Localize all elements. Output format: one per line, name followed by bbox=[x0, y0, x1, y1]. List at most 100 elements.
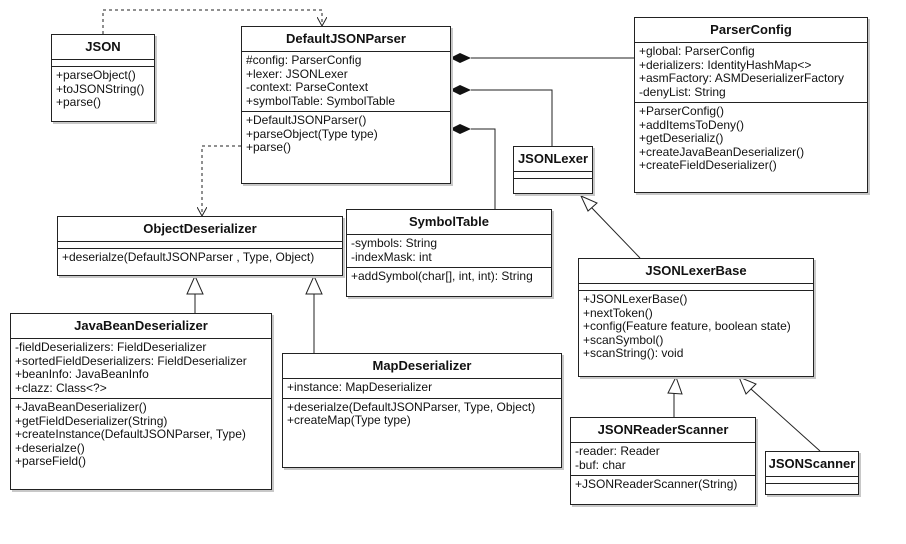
class-name: JSONScanner bbox=[766, 452, 858, 477]
class-name: SymbolTable bbox=[347, 210, 551, 235]
method-line: +deserialze(DefaultJSONParser, Type, Obj… bbox=[287, 399, 536, 414]
attribute-line: +global: ParserConfig bbox=[639, 44, 755, 58]
generalization-triangle-javabean bbox=[186, 274, 204, 295]
generalization-triangle-lexer bbox=[579, 195, 598, 212]
attributes-section bbox=[579, 284, 813, 291]
method-line: +toJSONString() bbox=[56, 81, 145, 96]
attribute-line: -denyList: String bbox=[639, 84, 726, 99]
methods-section: +JavaBeanDeserializer()+getFieldDeserial… bbox=[11, 399, 271, 472]
attributes-section bbox=[766, 477, 858, 484]
class-parser-config: ParserConfig +global: ParserConfig+deria… bbox=[634, 17, 868, 193]
dependency-json-to-parser bbox=[102, 9, 322, 34]
class-name: ParserConfig bbox=[635, 18, 867, 43]
attribute-line: +instance: MapDeserializer bbox=[287, 380, 433, 394]
class-json: JSON +parseObject()+toJSONString()+parse… bbox=[51, 34, 155, 122]
attributes-section: -reader: Reader-buf: char bbox=[571, 443, 755, 476]
class-default-json-parser: DefaultJSONParser #config: ParserConfig+… bbox=[241, 26, 451, 184]
method-line: +JSONLexerBase() bbox=[583, 292, 688, 306]
class-name: DefaultJSONParser bbox=[242, 27, 450, 52]
method-line: +createMap(Type type) bbox=[287, 413, 411, 427]
methods-section: +deserialze(DefaultJSONParser, Type, Obj… bbox=[283, 399, 561, 431]
attribute-line: -context: ParseContext bbox=[246, 80, 369, 94]
attribute-line: +beanInfo: JavaBeanInfo bbox=[15, 367, 149, 381]
method-line: +parseObject(Type type) bbox=[246, 126, 378, 141]
method-line: +addSymbol(char[], int, int): String bbox=[351, 269, 533, 283]
class-name: ObjectDeserializer bbox=[58, 217, 342, 242]
method-line: +parse() bbox=[246, 140, 292, 154]
generalization-triangle-scanner bbox=[738, 376, 757, 395]
attribute-line: -buf: char bbox=[575, 457, 626, 472]
method-line: +scanSymbol() bbox=[583, 332, 664, 347]
method-line: +JavaBeanDeserializer() bbox=[15, 400, 147, 414]
class-name: JSON bbox=[52, 35, 154, 60]
method-line: +getFieldDeserializer(String) bbox=[15, 413, 168, 428]
class-object-deserializer: ObjectDeserializer +deserialze(DefaultJS… bbox=[57, 216, 343, 276]
attribute-line: -indexMask: int bbox=[351, 249, 432, 264]
attribute-line: +clazz: Class<?> bbox=[15, 380, 107, 395]
composition-parser-symboltable bbox=[471, 128, 496, 209]
methods-section: +JSONReaderScanner(String) bbox=[571, 476, 755, 495]
methods-section bbox=[514, 179, 592, 185]
composition-parser-jsonlexer bbox=[471, 89, 553, 146]
attribute-line: -reader: Reader bbox=[575, 444, 660, 458]
attributes-section: +global: ParserConfig+derializers: Ident… bbox=[635, 43, 867, 103]
composition-diamond-parserconfig bbox=[450, 53, 471, 63]
attribute-line: +asmFactory: ASMDeserializerFactory bbox=[639, 71, 845, 85]
method-line: +createJavaBeanDeserializer() bbox=[639, 144, 805, 159]
class-json-reader-scanner: JSONReaderScanner -reader: Reader-buf: c… bbox=[570, 417, 756, 505]
attributes-section: #config: ParserConfig+lexer: JSONLexer-c… bbox=[242, 52, 450, 112]
method-line: +parse() bbox=[56, 95, 102, 109]
class-name: JavaBeanDeserializer bbox=[11, 314, 271, 339]
class-name: JSONReaderScanner bbox=[571, 418, 755, 443]
attribute-line: +symbolTable: SymbolTable bbox=[246, 93, 396, 108]
attributes-section bbox=[514, 172, 592, 179]
generalization-triangle-readerscanner bbox=[667, 375, 683, 395]
method-line: +deserialze(DefaultJSONParser , Type, Ob… bbox=[62, 250, 315, 264]
attributes-section: -symbols: String-indexMask: int bbox=[347, 235, 551, 268]
methods-section: +DefaultJSONParser()+parseObject(Type ty… bbox=[242, 112, 450, 158]
method-line: +getDeserializ() bbox=[639, 131, 724, 145]
class-map-deserializer: MapDeserializer +instance: MapDeserializ… bbox=[282, 353, 562, 468]
attribute-line: -fieldDeserializers: FieldDeserializer bbox=[15, 340, 207, 354]
method-line: +JSONReaderScanner(String) bbox=[575, 477, 738, 491]
methods-section: +parseObject()+toJSONString()+parse() bbox=[52, 67, 154, 113]
dependency-parser-to-objectdeserializer bbox=[202, 145, 241, 216]
class-name: JSONLexerBase bbox=[579, 259, 813, 284]
class-json-scanner: JSONScanner bbox=[765, 451, 859, 495]
attribute-line: +derializers: IdentityHashMap<> bbox=[639, 57, 812, 72]
method-line: +createInstance(DefaultJSONParser, Type) bbox=[15, 427, 246, 441]
attribute-line: +sortedFieldDeserializers: FieldDeserial… bbox=[15, 353, 247, 368]
class-name: JSONLexer bbox=[514, 147, 592, 172]
methods-section: +addSymbol(char[], int, int): String bbox=[347, 268, 551, 287]
attributes-section: -fieldDeserializers: FieldDeserializer+s… bbox=[11, 339, 271, 399]
method-line: +config(Feature feature, boolean state) bbox=[583, 319, 791, 333]
methods-section: +JSONLexerBase()+nextToken()+config(Feat… bbox=[579, 291, 813, 364]
attributes-section: +instance: MapDeserializer bbox=[283, 379, 561, 399]
method-line: +deserialze() bbox=[15, 440, 85, 455]
attribute-line: -symbols: String bbox=[351, 236, 438, 250]
attribute-line: #config: ParserConfig bbox=[246, 53, 362, 67]
attributes-section bbox=[58, 242, 342, 249]
composition-diamond-jsonlexer bbox=[450, 85, 471, 95]
class-java-bean-deserializer: JavaBeanDeserializer -fieldDeserializers… bbox=[10, 313, 272, 490]
class-json-lexer: JSONLexer bbox=[513, 146, 593, 194]
class-name: MapDeserializer bbox=[283, 354, 561, 379]
method-line: +nextToken() bbox=[583, 305, 653, 320]
methods-section bbox=[766, 484, 858, 490]
class-symbol-table: SymbolTable -symbols: String-indexMask: … bbox=[346, 209, 552, 297]
generalization-scanner-lexerbase bbox=[750, 388, 821, 452]
method-line: +DefaultJSONParser() bbox=[246, 113, 367, 127]
composition-diamond-symboltable bbox=[450, 124, 471, 134]
method-line: +parseObject() bbox=[56, 68, 136, 82]
generalization-triangle-map bbox=[305, 274, 323, 295]
generalization-lexerbase-lexer bbox=[590, 206, 641, 259]
methods-section: +deserialze(DefaultJSONParser , Type, Ob… bbox=[58, 249, 342, 268]
method-line: +scanString(): void bbox=[583, 346, 684, 360]
method-line: +addItemsToDeny() bbox=[639, 117, 745, 132]
method-line: +ParserConfig() bbox=[639, 104, 725, 118]
method-line: +parseField() bbox=[15, 454, 87, 468]
class-json-lexer-base: JSONLexerBase +JSONLexerBase()+nextToken… bbox=[578, 258, 814, 377]
attribute-line: +lexer: JSONLexer bbox=[246, 66, 348, 81]
method-line: +createFieldDeserializer() bbox=[639, 158, 777, 172]
